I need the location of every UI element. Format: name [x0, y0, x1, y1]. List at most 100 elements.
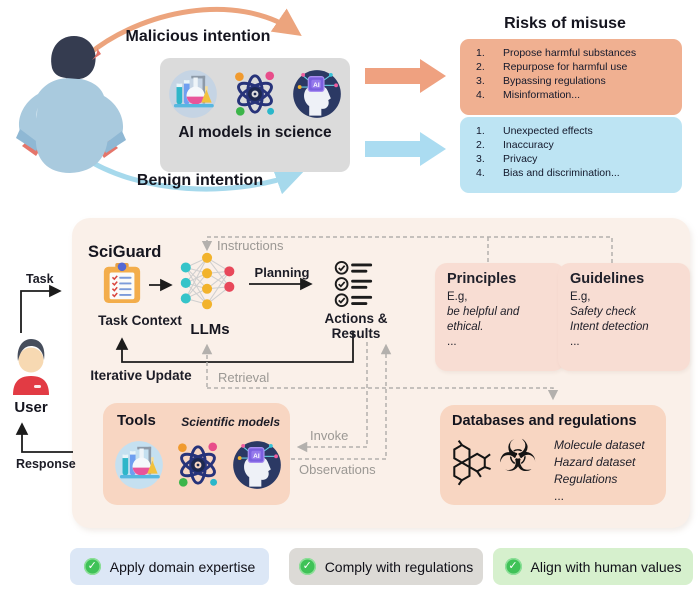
scientist-figure — [16, 36, 126, 173]
badge-human-values: ✓ Align with human values — [493, 548, 693, 585]
list-item: 4. Bias and discrimination... — [476, 166, 674, 180]
principles-box: Principles E.g, be helpful and ethical. … — [435, 263, 565, 371]
item-text: Privacy — [503, 153, 538, 165]
task-context-clipboard-icon — [103, 262, 141, 304]
item-number: 1. — [476, 125, 485, 137]
molecule-icon — [453, 440, 491, 486]
databases-box: Databases and regulations ☣ Molecule dat… — [440, 405, 666, 505]
tools-box: Tools Scientific models — [103, 403, 290, 505]
task-label: Task — [26, 272, 54, 286]
check-icon: ✓ — [298, 558, 316, 575]
item-number: 2. — [476, 139, 485, 151]
ai-models-label: AI models in science — [178, 124, 332, 141]
atom-icon — [235, 71, 275, 116]
misuse-block-arrow — [365, 59, 446, 93]
scientific-models-label: Scientific models — [181, 415, 280, 429]
item-text: Repurpose for harmful use — [503, 61, 628, 73]
benign-intention-label: Benign intention — [136, 172, 264, 189]
principles-line: be helpful and — [447, 306, 520, 318]
principles-more: ... — [447, 336, 457, 348]
list-item: 3. Privacy — [476, 152, 674, 166]
principles-line: ethical. — [447, 321, 484, 333]
guidelines-line: Intent detection — [570, 321, 649, 333]
list-item: 2. Inaccuracy — [476, 138, 674, 152]
user-label: User — [14, 399, 48, 416]
instructions-path — [201, 236, 613, 263]
guidelines-box: Guidelines E.g, Safety check Intent dete… — [558, 263, 690, 371]
ai-chip-label: AI — [253, 453, 260, 460]
guidelines-eg: E.g, — [570, 291, 591, 303]
retrieval-label: Retrieval — [218, 370, 270, 385]
list-item: 4. Misinformation... — [476, 88, 674, 102]
ai-brain-icon: AI — [233, 441, 281, 489]
solid-flow-arrows — [15, 277, 354, 453]
misuse-risk-box: 1. Propose harmful substances 2. Repurpose… — [460, 39, 682, 115]
item-text: Bypassing regulations — [503, 75, 606, 87]
item-text: Inaccuracy — [503, 139, 554, 151]
list-item: 3. Bypassing regulations — [476, 74, 674, 88]
benign-block-arrow — [365, 132, 446, 166]
ai-models-box: AI AI models in science — [160, 58, 350, 172]
item-number: 4. — [476, 167, 485, 179]
check-icon: ✓ — [83, 558, 101, 575]
badge-comply-regulations: ✓ Comply with regulations — [289, 548, 483, 585]
iterative-update-arrow — [115, 331, 354, 363]
malicious-intention-label: Malicious intention — [125, 28, 271, 45]
task-arrow — [20, 284, 62, 333]
tools-icon-row: AI — [113, 439, 283, 491]
check-icon: ✓ — [504, 558, 522, 575]
ai-brain-icon: AI — [293, 70, 341, 118]
actions-results-label: Actions & Results — [324, 311, 388, 341]
observations-path — [291, 343, 392, 460]
benign-intention-arrow — [81, 154, 304, 195]
atom-icon — [178, 442, 218, 487]
badge-label: Comply with regulations — [324, 558, 474, 575]
user-avatar — [13, 339, 49, 395]
retrieval-path-down — [207, 387, 559, 401]
list-item: 1. Propose harmful substances — [476, 46, 674, 60]
databases-title: Databases and regulations — [452, 413, 637, 429]
dashed-paths — [201, 236, 613, 460]
tools-title: Tools — [117, 412, 156, 429]
databases-line: Regulations — [554, 472, 618, 486]
item-number: 4. — [476, 89, 485, 101]
risks-title: Risks of misuse — [504, 15, 626, 32]
instructions-label: Instructions — [217, 238, 284, 253]
response-arrow — [15, 422, 73, 453]
badge-label: Align with human values — [530, 558, 682, 575]
badge-domain-expertise: ✓ Apply domain expertise — [70, 548, 269, 585]
item-number: 2. — [476, 61, 485, 73]
item-number: 3. — [476, 153, 485, 165]
guidelines-line: Safety check — [570, 306, 636, 318]
list-item: 1. Unexpected effects — [476, 124, 674, 138]
item-number: 1. — [476, 47, 485, 59]
benign-risk-box: 1. Unexpected effects 2. Inaccuracy 3. Priv… — [460, 117, 682, 193]
item-text: Unexpected effects — [503, 125, 593, 137]
ai-models-icon-row: AI — [167, 68, 343, 120]
databases-lines: Molecule dataset Hazard dataset Regulati… — [554, 437, 645, 505]
item-text: Bias and discrimination... — [503, 167, 620, 179]
malicious-intention-arrow — [87, 6, 302, 56]
iterative-update-label: Iterative Update — [90, 368, 192, 383]
invoke-label: Invoke — [310, 428, 349, 443]
task-context-label: Task Context — [98, 313, 182, 328]
list-item: 2. Repurpose for harmful use — [476, 60, 674, 74]
invoke-path — [296, 342, 368, 453]
response-label: Response — [16, 457, 76, 471]
item-text: Propose harmful substances — [503, 47, 637, 59]
biohazard-icon: ☣ — [498, 431, 538, 482]
principles-title: Principles — [447, 271, 517, 287]
item-text: Misinformation... — [503, 89, 581, 101]
ai-chip-label: AI — [313, 82, 320, 89]
guidelines-more: ... — [570, 336, 580, 348]
actions-results-icon — [334, 260, 373, 308]
chemistry-icon — [169, 70, 217, 118]
sciguard-title: SciGuard — [88, 243, 162, 261]
principles-eg: E.g, — [447, 291, 468, 303]
databases-line: Molecule dataset — [554, 438, 645, 452]
llms-network-icon — [180, 252, 235, 310]
item-number: 3. — [476, 75, 485, 87]
databases-more: ... — [554, 489, 565, 503]
